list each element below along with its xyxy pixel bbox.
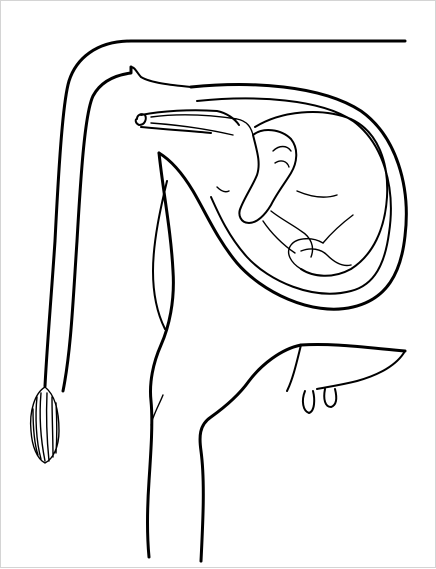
fetus	[151, 112, 387, 276]
belly-and-udder	[287, 344, 405, 413]
hind-leg	[148, 153, 302, 561]
birth-canal	[136, 110, 239, 133]
uterus-outline	[159, 85, 406, 310]
tail-switch	[31, 387, 59, 463]
